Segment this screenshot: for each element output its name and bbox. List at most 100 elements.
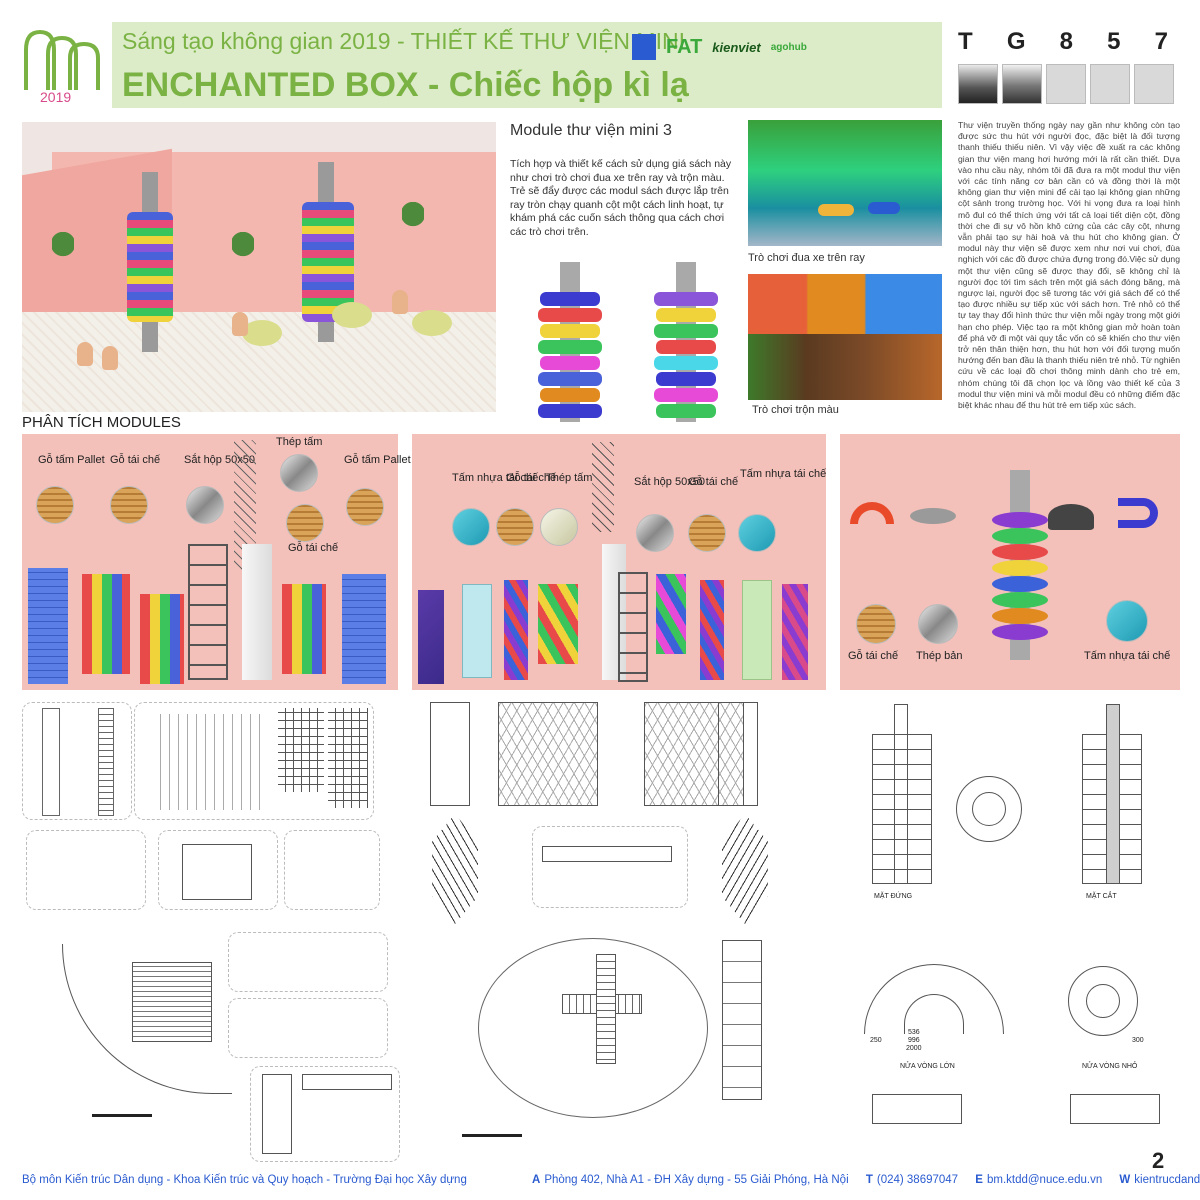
material-label: Thép tấm — [276, 436, 323, 448]
material-label: Gỗ tái chế — [110, 454, 161, 466]
steel-frame — [188, 544, 228, 680]
material-label: Gỗ tấm Pallet — [38, 454, 105, 466]
hero-render — [22, 122, 496, 412]
steel-plate-icon — [280, 454, 318, 492]
child-figure — [232, 312, 248, 336]
triangle-panel — [782, 584, 808, 680]
drawing-frame — [250, 1066, 400, 1162]
dimension-label: 300 — [1132, 1037, 1144, 1044]
tower-elevation — [872, 734, 932, 884]
svg-text:2019: 2019 — [40, 89, 71, 105]
frame-section — [722, 940, 762, 1100]
detail-drawing — [262, 1074, 292, 1154]
drawing-label: NỬA VÒNG NHỎ — [1082, 1063, 1138, 1070]
address-label: A — [532, 1174, 541, 1186]
dark-ring — [1048, 504, 1094, 530]
plastic-ring — [1118, 498, 1158, 528]
steel-frame — [618, 572, 648, 682]
plan-frame — [132, 962, 212, 1042]
recycled-wood-icon — [110, 486, 148, 524]
plan-ring — [956, 776, 1022, 842]
scale-bar — [92, 1114, 152, 1117]
drawing-frame — [532, 826, 688, 908]
website-link[interactable]: kientrucdandung.vn — [1134, 1174, 1200, 1186]
block-pattern — [278, 708, 324, 792]
triangle-panel — [504, 580, 528, 680]
recycled-wood-ring — [850, 502, 894, 524]
team-code: T G 8 5 7 — [958, 28, 1168, 56]
member-photo — [1002, 64, 1042, 104]
frame-elevation — [42, 708, 60, 816]
dimension-label: 536 — [908, 1029, 920, 1036]
analysis-panel-3: Gỗ tái chế Thép bản Tấm nhựa tái chế — [840, 434, 1180, 690]
module-title: Module thư viện mini 3 — [510, 122, 672, 139]
module-render-left — [536, 262, 606, 437]
drawing-frame — [26, 830, 146, 910]
beanbag — [412, 310, 452, 336]
analysis-title: PHÂN TÍCH MODULES — [22, 414, 181, 431]
concept-text: Thư viện truyền thống ngày nay gần như k… — [958, 120, 1180, 411]
material-label: Tấm nhựa tái chế — [452, 472, 539, 484]
drawing-frame — [228, 932, 388, 992]
block-panel — [282, 584, 326, 674]
block-panel — [140, 594, 184, 684]
team-code-char: G — [1006, 28, 1026, 55]
drawing-frame — [134, 702, 374, 820]
triangle-grid-elevation — [498, 702, 598, 806]
analysis-panel-2: Tấm nhựa tái chế Gỗ tái chế Thép tấm Sắt… — [412, 434, 826, 690]
child-figure — [77, 342, 93, 366]
steel-plate-icon — [540, 508, 578, 546]
dimension-label: 2000 — [906, 1045, 922, 1052]
toy-car-icon — [818, 204, 854, 216]
book-tower — [127, 212, 173, 322]
member-photo-placeholder — [1090, 64, 1130, 104]
beanbag — [242, 320, 282, 346]
toy-car-icon — [868, 202, 900, 214]
material-label: Tấm nhựa tái chế — [1084, 650, 1171, 662]
panel-elevation — [430, 702, 470, 806]
team-code-char: 7 — [1154, 28, 1168, 55]
grid-panel — [28, 568, 68, 684]
steel-box-icon — [186, 486, 224, 524]
recycled-wood-icon — [496, 508, 534, 546]
scale-bar — [462, 1134, 522, 1137]
steel-plate-icon — [918, 604, 958, 644]
purple-panel — [418, 590, 444, 684]
plastic-panel — [462, 584, 492, 678]
triangle-panel — [700, 580, 724, 680]
triangle-modules — [538, 584, 578, 664]
child-figure — [102, 346, 118, 370]
page-number: 2 — [1152, 1148, 1165, 1173]
plan-shelf — [596, 954, 616, 1064]
triangle-module-plan — [432, 814, 478, 924]
web-label: W — [1119, 1174, 1131, 1186]
team-code-char: T — [958, 28, 973, 55]
detail-drawing — [872, 1094, 962, 1124]
email-link[interactable]: bm.ktdd@nuce.edu.vn — [986, 1174, 1103, 1186]
recycled-plastic-icon — [452, 508, 490, 546]
module-squares — [182, 844, 252, 900]
department-footer: Bộ môn Kiến trúc Dân dụng - Khoa Kiến tr… — [22, 1174, 467, 1186]
module-render-right — [652, 262, 722, 437]
competition-subtitle: Sáng tạo không gian 2019 - THIẾT KẾ THƯ … — [122, 28, 685, 54]
member-photo-placeholder — [1134, 64, 1174, 104]
pallet-wood-icon — [36, 486, 74, 524]
plant-icon — [232, 232, 254, 272]
child-figure — [392, 290, 408, 314]
color-mix-caption: Trò chơi trộn màu — [752, 404, 839, 416]
material-label: Gỗ tái chế — [688, 476, 739, 488]
material-label: Thép bản — [916, 650, 963, 662]
steel-box-icon — [636, 514, 674, 552]
title-band — [112, 22, 942, 108]
team-photos — [958, 64, 1178, 104]
recycled-wood-icon — [688, 514, 726, 552]
phone-text: (024) 38697047 — [876, 1174, 959, 1186]
drawing-frame — [22, 702, 132, 820]
material-label: Gỗ tấm Pallet — [344, 454, 411, 466]
column-line — [894, 704, 908, 884]
team-block: T G 8 5 7 — [958, 28, 1178, 108]
block-pattern — [328, 708, 368, 808]
drawing-frame — [158, 830, 278, 910]
block-panel — [82, 574, 130, 674]
